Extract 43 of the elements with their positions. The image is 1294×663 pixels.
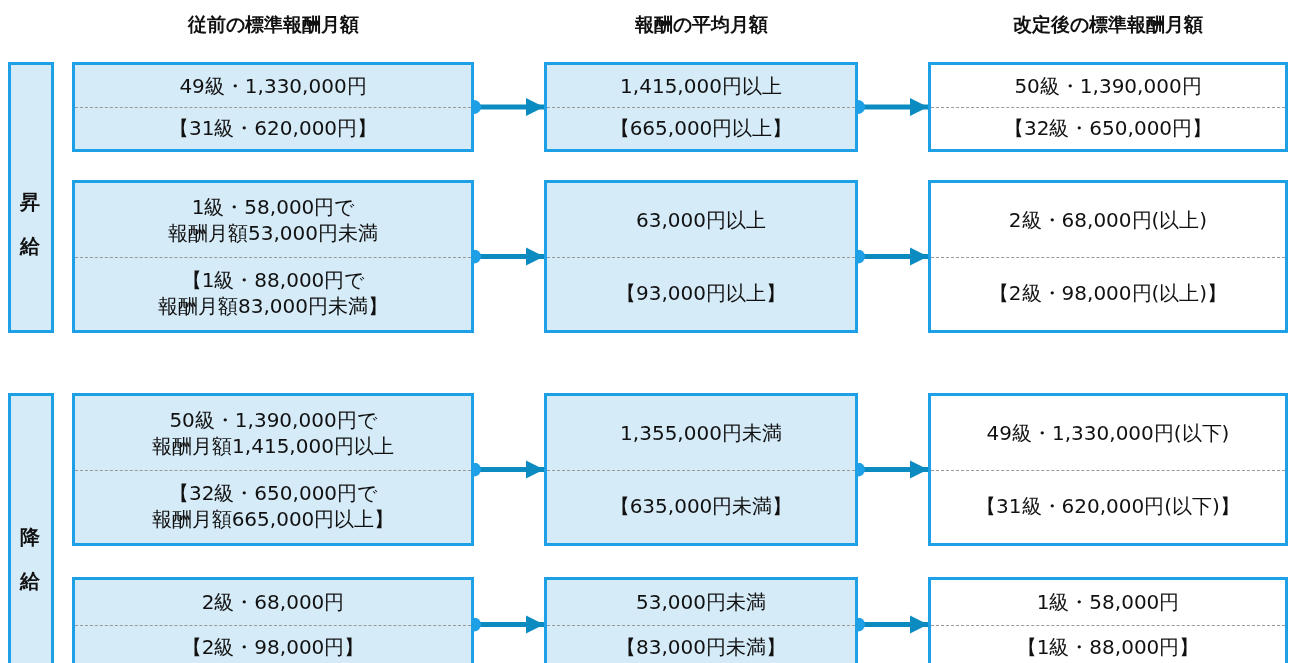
value-box: [72, 180, 474, 333]
value-box: [928, 577, 1288, 663]
value-text: 【2級・98,000円】: [181, 633, 365, 660]
value-text: 50級・1,390,000円: [1014, 73, 1202, 99]
category-band: [8, 62, 54, 333]
value-text: 【635,000円未満】: [609, 493, 793, 520]
value-box: [544, 577, 858, 663]
value-text: 【665,000円以上】: [609, 115, 793, 141]
value-text: 【32級・650,000円で報酬月額665,000円以上】: [150, 480, 396, 533]
value-text: 2級・68,000円(以上): [1008, 206, 1208, 233]
value-text: 【1級・88,000円で報酬月額83,000円未満】: [157, 267, 389, 320]
value-box: [544, 62, 858, 152]
value-box: [72, 393, 474, 546]
value-text: 【2級・98,000円(以上)】: [988, 280, 1228, 307]
value-text: 【83,000円未満】: [616, 633, 786, 660]
column-heading: 従前の標準報酬月額: [187, 12, 359, 37]
value-text: 1級・58,000円: [1036, 589, 1180, 616]
value-text: 49級・1,330,000円(以下): [986, 419, 1230, 446]
value-text: 63,000円以上: [636, 206, 766, 233]
value-text: 【31級・620,000円】: [168, 115, 378, 141]
value-box: [72, 62, 474, 152]
column-heading: 報酬の平均月額: [634, 12, 768, 37]
category-label: 降給: [17, 510, 44, 599]
value-box: [544, 393, 858, 546]
value-text: 【1級・88,000円】: [1016, 633, 1200, 660]
value-text: 49級・1,330,000円: [179, 73, 367, 99]
value-text: 1,415,000円以上: [620, 73, 782, 99]
value-text: 【31級・620,000円(以下)】: [976, 493, 1240, 520]
category-band: [8, 393, 54, 663]
value-box: [544, 180, 858, 333]
value-text: 53,000円未満: [636, 589, 766, 616]
value-text: 2級・68,000円: [201, 589, 345, 616]
column-heading: 改定後の標準報酬月額: [1013, 12, 1203, 37]
value-text: 50級・1,390,000円で報酬月額1,415,000円以上: [151, 406, 395, 459]
value-box: [928, 62, 1288, 152]
value-box: [72, 577, 474, 663]
value-text: 1級・58,000円で報酬月額53,000円未満: [167, 193, 379, 246]
value-box: [928, 180, 1288, 333]
category-label: 昇給: [17, 175, 44, 264]
value-text: 1,355,000円未満: [620, 419, 782, 446]
value-text: 【32級・650,000円】: [1003, 115, 1213, 141]
value-text: 【93,000円以上】: [616, 280, 786, 307]
value-box: [928, 393, 1288, 546]
